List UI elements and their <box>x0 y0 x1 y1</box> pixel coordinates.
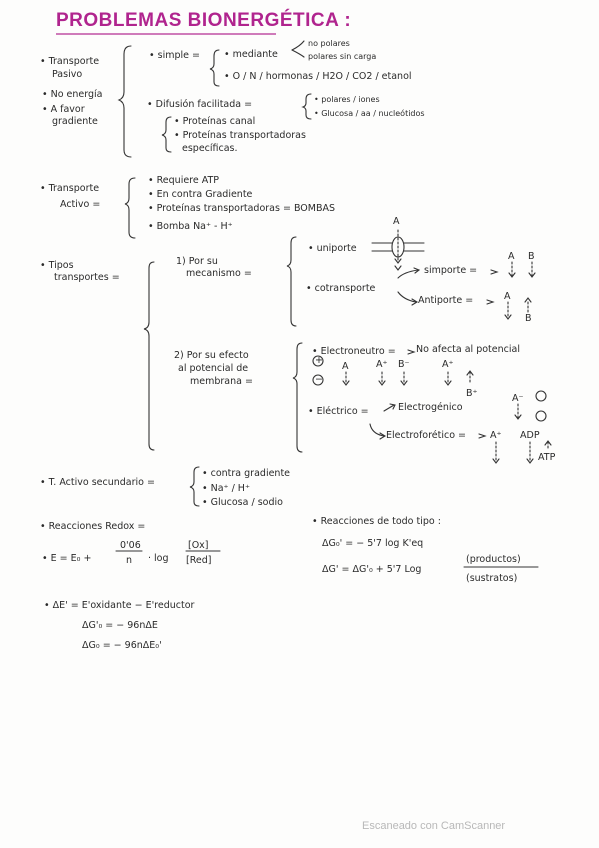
activo-label-2: Activo = <box>60 199 101 210</box>
secundario-item-3: • Glucosa / sodio <box>202 497 283 508</box>
redox-log: · log <box>148 553 169 564</box>
en-A-plus-2: A⁺ <box>442 359 454 370</box>
en-B-plus: B⁺ <box>466 388 478 399</box>
en-A: A <box>342 361 349 372</box>
redox-frac-den: n <box>126 555 133 566</box>
secundario-item-1: • contra gradiente <box>202 468 291 479</box>
eg-A-minus: A⁻ <box>512 393 524 404</box>
electrogenico-label: Electrogénico <box>398 402 463 413</box>
pasivo-a-favor: • A favor <box>42 104 85 115</box>
no-afecta-potencial: No afecta al potencial <box>416 344 520 355</box>
redox-red: [Red] <box>186 555 212 566</box>
tipos-label-2: transportes = <box>54 272 120 283</box>
pasivo-no-energia: • No energía <box>42 89 103 100</box>
electroforetico-label: Electroforético = <box>386 430 467 441</box>
gases-list: • O / N / hormonas / H2O / CO2 / etanol <box>224 71 412 82</box>
secundario-item-2: • Na⁺ / H⁺ <box>202 483 250 494</box>
simporte-A: A <box>508 251 515 262</box>
proteinas-transportadoras: • Proteínas transportadoras <box>174 130 306 141</box>
uniporte-A: A <box>393 216 400 227</box>
pasivo-label-2: Pasivo <box>52 69 83 80</box>
todo-tipo-label: • Reacciones de todo tipo : <box>312 516 441 527</box>
simporte-B: B <box>528 251 535 262</box>
cotransporte-label: • cotransporte <box>306 283 376 294</box>
todo-tipo-eq1: ΔG₀' = − 5'7 log K'eq <box>322 538 424 549</box>
ef-ATP: ATP <box>538 452 556 463</box>
ef-A-plus: A⁺ <box>490 430 502 441</box>
activo-item-bombas: • Proteínas transportadoras = BOMBAS <box>148 203 336 214</box>
activo-label-1: • Transporte <box>40 183 100 194</box>
glucosa-list: • Glucosa / aa / nucleótidos <box>314 109 425 118</box>
activo-item-bomba-na: • Bomba Na⁺ - H⁺ <box>148 221 233 232</box>
title-underline <box>56 33 276 35</box>
proteinas-canal: • Proteínas canal <box>174 116 256 127</box>
redox-ox: [Ox] <box>188 540 209 551</box>
redox-delta-e: • ΔE' = E'oxidante − E'reductor <box>44 600 195 611</box>
electroneutro-label: • Electroneutro = <box>312 346 396 357</box>
activo-item-atp: • Requiere ATP <box>148 175 220 186</box>
polares-iones: • polares / iones <box>314 95 380 104</box>
antiporte-B: B <box>525 313 532 324</box>
polares-sin-carga: polares sin carga <box>308 52 377 61</box>
mediante-label: • mediante <box>224 49 278 60</box>
redox-g2: ΔG₀ = − 96nΔE₀' <box>82 640 162 651</box>
potencial-label-2: al potencial de <box>178 363 249 374</box>
redox-g1: ΔG'₀ = − 96nΔE <box>82 620 158 631</box>
plus-sign: + <box>315 355 323 366</box>
simple-label: • simple = <box>149 50 200 61</box>
uniporte-label: • uniporte <box>308 243 357 254</box>
todo-tipo-sustratos: (sustratos) <box>466 573 518 584</box>
redox-label: • Reacciones Redox = <box>40 521 146 532</box>
minus-sign: − <box>315 374 323 385</box>
ef-ADP: ADP <box>520 430 540 441</box>
no-polares: no polares <box>308 39 350 48</box>
activo-item-gradiente: • En contra Gradiente <box>148 189 253 200</box>
redox-frac-num: 0'06 <box>120 540 141 551</box>
todo-tipo-eq2: ΔG' = ΔG'₀ + 5'7 Log <box>322 564 422 575</box>
potencial-label-1: 2) Por su efecto <box>174 350 249 361</box>
en-B-minus: B⁻ <box>398 359 410 370</box>
todo-tipo-productos: (productos) <box>466 554 521 565</box>
page-title: PROBLEMAS BIONERGÉTICA : <box>56 10 352 31</box>
potencial-label-3: membrana = <box>190 376 253 387</box>
pasivo-gradiente: gradiente <box>52 116 98 127</box>
tipos-label-1: • Tipos <box>40 260 74 271</box>
en-A-plus: A⁺ <box>376 359 388 370</box>
antiporte-A: A <box>504 291 511 302</box>
mecanismo-label-2: mecanismo = <box>186 268 252 279</box>
camscanner-watermark: Escaneado con CamScanner <box>362 820 506 832</box>
electrico-label: • Eléctrico = <box>308 406 369 417</box>
redox-eq-start: • E = E₀ + <box>42 553 92 564</box>
mecanismo-label-1: 1) Por su <box>176 256 218 267</box>
simporte-label: simporte = <box>424 265 478 276</box>
antiporte-label: Antiporte = <box>418 295 474 306</box>
pasivo-label-1: • Transporte <box>40 56 100 67</box>
difusion-label: • Difusión facilitada = <box>147 99 253 110</box>
proteinas-especificas: específicas. <box>182 143 238 154</box>
secundario-label: • T. Activo secundario = <box>40 477 155 488</box>
